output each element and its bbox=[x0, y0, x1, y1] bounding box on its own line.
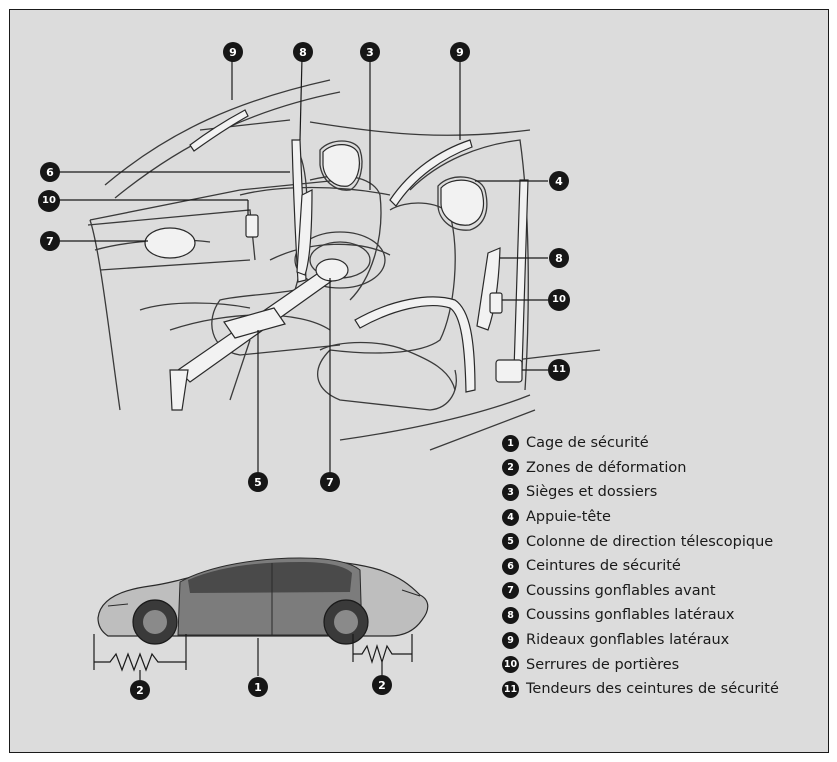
crumple-zone-markers bbox=[93, 634, 413, 680]
legend-item: 6 Ceintures de sécurité bbox=[502, 554, 779, 579]
legend-label: Ceintures de sécurité bbox=[526, 558, 681, 575]
legend-number-badge: 2 bbox=[502, 459, 519, 477]
legend-label: Zones de déformation bbox=[526, 459, 687, 476]
legend-item: 5 Colonne de direction télescopique bbox=[502, 529, 779, 554]
vehicle-safety-illustration bbox=[58, 57, 601, 680]
legend-label: Tendeurs des ceintures de sécurité bbox=[526, 681, 779, 698]
legend-number-badge: 3 bbox=[502, 483, 519, 501]
legend-number-badge: 9 bbox=[502, 631, 519, 649]
legend-label: Rideaux gonflables latéraux bbox=[526, 632, 730, 649]
leader-lines bbox=[58, 57, 548, 676]
legend-label: Coussins gonflables latéraux bbox=[526, 607, 735, 624]
legend-number-badge: 1 bbox=[502, 434, 519, 452]
legend-label: Cage de sécurité bbox=[526, 435, 649, 452]
callout-belt-tensioner: 11 bbox=[548, 359, 570, 381]
callout-front-airbag-bottom: 7 bbox=[320, 472, 340, 492]
legend-item: 11 Tendeurs des ceintures de sécurité bbox=[502, 677, 779, 702]
legend-number-badge: 11 bbox=[502, 680, 519, 698]
callout-curtain-airbag-right: 9 bbox=[450, 42, 470, 62]
callout-crumple-zone-rear: 2 bbox=[372, 675, 392, 695]
callout-door-lock-left: 10 bbox=[38, 190, 60, 212]
legend-item: 10 Serrures de portières bbox=[502, 652, 779, 677]
safety-components bbox=[144, 109, 529, 411]
legend-item: 8 Coussins gonflables latéraux bbox=[502, 603, 779, 628]
legend-label: Sièges et dossiers bbox=[526, 484, 658, 501]
legend-number-badge: 6 bbox=[502, 557, 519, 575]
legend-number-badge: 8 bbox=[502, 606, 519, 624]
legend-item: 3 Sièges et dossiers bbox=[502, 480, 779, 505]
legend-item: 1 Cage de sécurité bbox=[502, 431, 779, 456]
callout-side-airbag-right: 8 bbox=[549, 248, 569, 268]
callout-seats: 3 bbox=[360, 42, 380, 62]
callout-crumple-zone-front: 2 bbox=[130, 680, 150, 700]
legend-number-badge: 10 bbox=[502, 656, 519, 674]
legend-label: Serrures de portières bbox=[526, 656, 680, 673]
callout-safety-cage: 1 bbox=[248, 677, 268, 697]
callout-steering-column: 5 bbox=[248, 472, 268, 492]
legend-item: 2 Zones de déformation bbox=[502, 456, 779, 481]
diagram-frame: 9 8 3 9 6 10 7 4 8 10 11 5 7 2 1 2 1 Cage… bbox=[9, 9, 829, 753]
callout-door-lock-right: 10 bbox=[548, 289, 570, 311]
legend-number-badge: 5 bbox=[502, 533, 519, 551]
legend-item: 9 Rideaux gonflables latéraux bbox=[502, 628, 779, 653]
callout-front-airbag-left: 7 bbox=[40, 231, 60, 251]
legend-item: 7 Coussins gonflables avant bbox=[502, 579, 779, 604]
legend-label: Coussins gonflables avant bbox=[526, 582, 716, 599]
callout-headrest: 4 bbox=[549, 171, 569, 191]
callout-side-airbag-top: 8 bbox=[293, 42, 313, 62]
car-silhouette bbox=[97, 557, 429, 645]
callout-curtain-airbag-left: 9 bbox=[223, 42, 243, 62]
legend-label: Appuie-tête bbox=[526, 509, 611, 526]
legend-item: 4 Appuie-tête bbox=[502, 505, 779, 530]
legend-label: Colonne de direction télescopique bbox=[526, 533, 774, 550]
legend-number-badge: 4 bbox=[502, 508, 519, 526]
callout-seatbelt-left: 6 bbox=[40, 162, 60, 182]
legend-number-badge: 7 bbox=[502, 582, 519, 600]
